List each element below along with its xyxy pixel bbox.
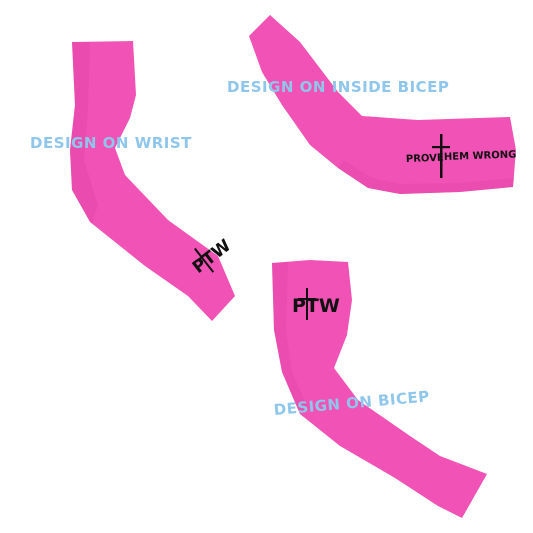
cross-icon <box>298 288 316 320</box>
sleeve-inside-bicep: PROVE HEM WRONG <box>249 15 517 194</box>
cross-icon <box>194 247 215 273</box>
sleeve-wrist: PTW <box>70 41 235 321</box>
bicep-monogram: PTW <box>292 295 340 317</box>
sleeve-inside-bicep-shade <box>338 160 514 194</box>
caption-wrist: DESIGN ON WRIST <box>30 134 192 152</box>
sleeve-bicep-shade <box>272 262 308 414</box>
caption-inside-bicep: DESIGN ON INSIDE BICEP <box>227 78 450 96</box>
sleeve-wrist-body <box>70 41 235 321</box>
sleeve-wrist-shade <box>70 42 98 224</box>
sleeve-bicep: PTW <box>272 260 487 518</box>
sleeve-bicep-body <box>272 260 487 518</box>
cross-icon <box>432 134 450 178</box>
sleeve-inside-bicep-body <box>249 15 516 194</box>
inside-bicep-logo: PROVE HEM WRONG <box>406 134 517 178</box>
slogan-left: PROVE <box>406 153 444 165</box>
slogan-right: HEM WRONG <box>444 149 517 163</box>
bicep-logo: PTW <box>292 288 340 320</box>
